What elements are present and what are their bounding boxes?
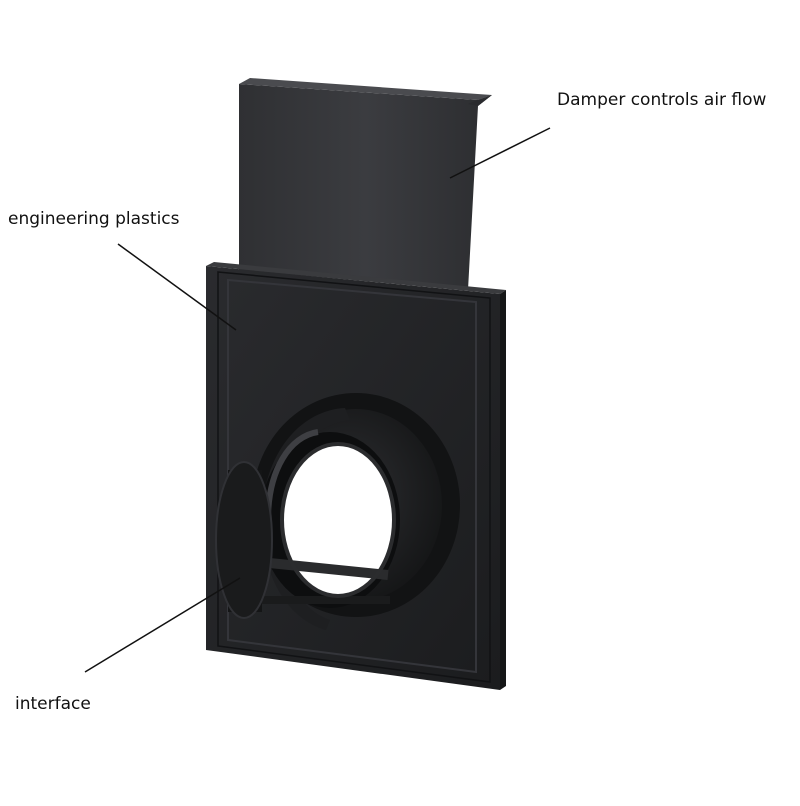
damper-plate (239, 78, 492, 290)
damper-label: Damper controls air flow (557, 90, 767, 110)
leader-line-damper (449, 127, 551, 179)
leader-line-interface (84, 577, 241, 673)
plastics-label: engineering plastics (8, 209, 180, 229)
leader-line-plastics (117, 243, 237, 331)
interface-label: interface (15, 694, 91, 714)
interface-port (215, 393, 460, 630)
